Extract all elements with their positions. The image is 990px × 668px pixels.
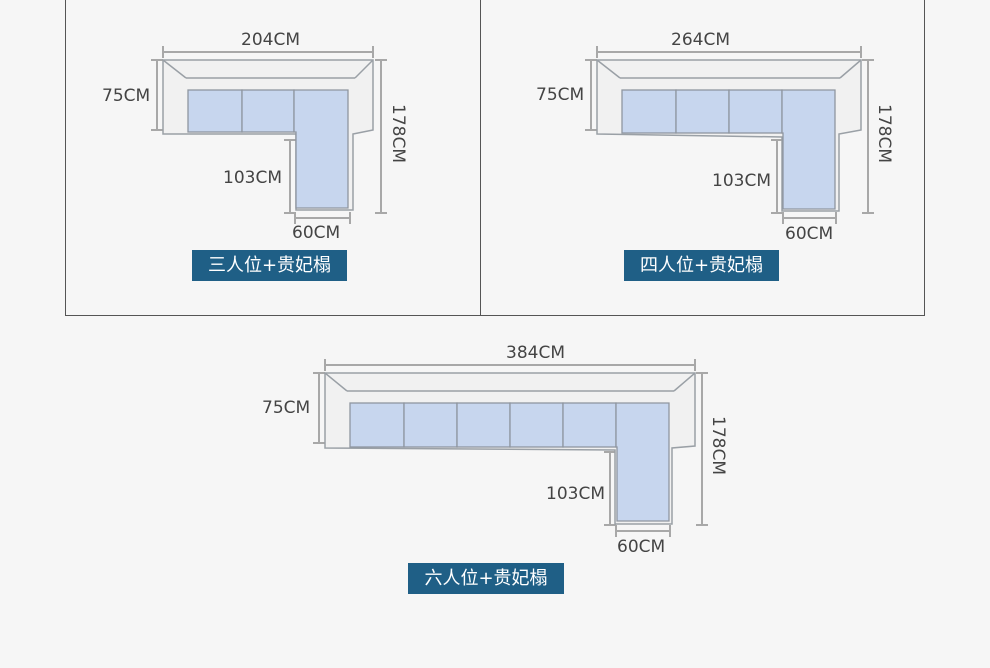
- chaise-width-dimension: 60CM: [292, 223, 341, 243]
- chaise-depth-dimension: 103CM: [546, 484, 605, 504]
- sofa-type-label: 六人位+贵妃榻: [408, 563, 564, 594]
- top-divider-left: [65, 0, 66, 315]
- depth-dimension: 75CM: [102, 86, 151, 106]
- sofa-type-label: 四人位+贵妃榻: [624, 250, 779, 281]
- width-dimension: 204CM: [241, 30, 300, 50]
- sofa-type-label: 三人位+贵妃榻: [192, 250, 347, 281]
- depth-dimension: 75CM: [536, 85, 585, 105]
- width-dimension: 384CM: [506, 343, 565, 363]
- chaise-width-dimension: 60CM: [617, 537, 666, 557]
- chaise-width-dimension: 60CM: [785, 224, 834, 244]
- height-dimension: 178CM: [708, 416, 728, 475]
- depth-dimension: 75CM: [262, 398, 311, 418]
- top-divider-right: [924, 0, 925, 315]
- sofa-diagram-four-seat: 264CM 75CM 178CM 103CM 60CM 四人位+贵妃榻: [0, 0, 990, 315]
- chaise-depth-dimension: 103CM: [223, 168, 282, 188]
- center-divider: [480, 0, 481, 315]
- horizontal-divider: [65, 315, 925, 316]
- sofa-diagram-three-seat: 204CM 75CM 178CM 103CM 60CM 三人位+贵妃榻: [0, 0, 480, 315]
- sofa-drawing: [151, 46, 387, 224]
- sofa-drawing: [585, 46, 874, 224]
- width-dimension: 264CM: [671, 30, 730, 50]
- chaise-depth-dimension: 103CM: [712, 171, 771, 191]
